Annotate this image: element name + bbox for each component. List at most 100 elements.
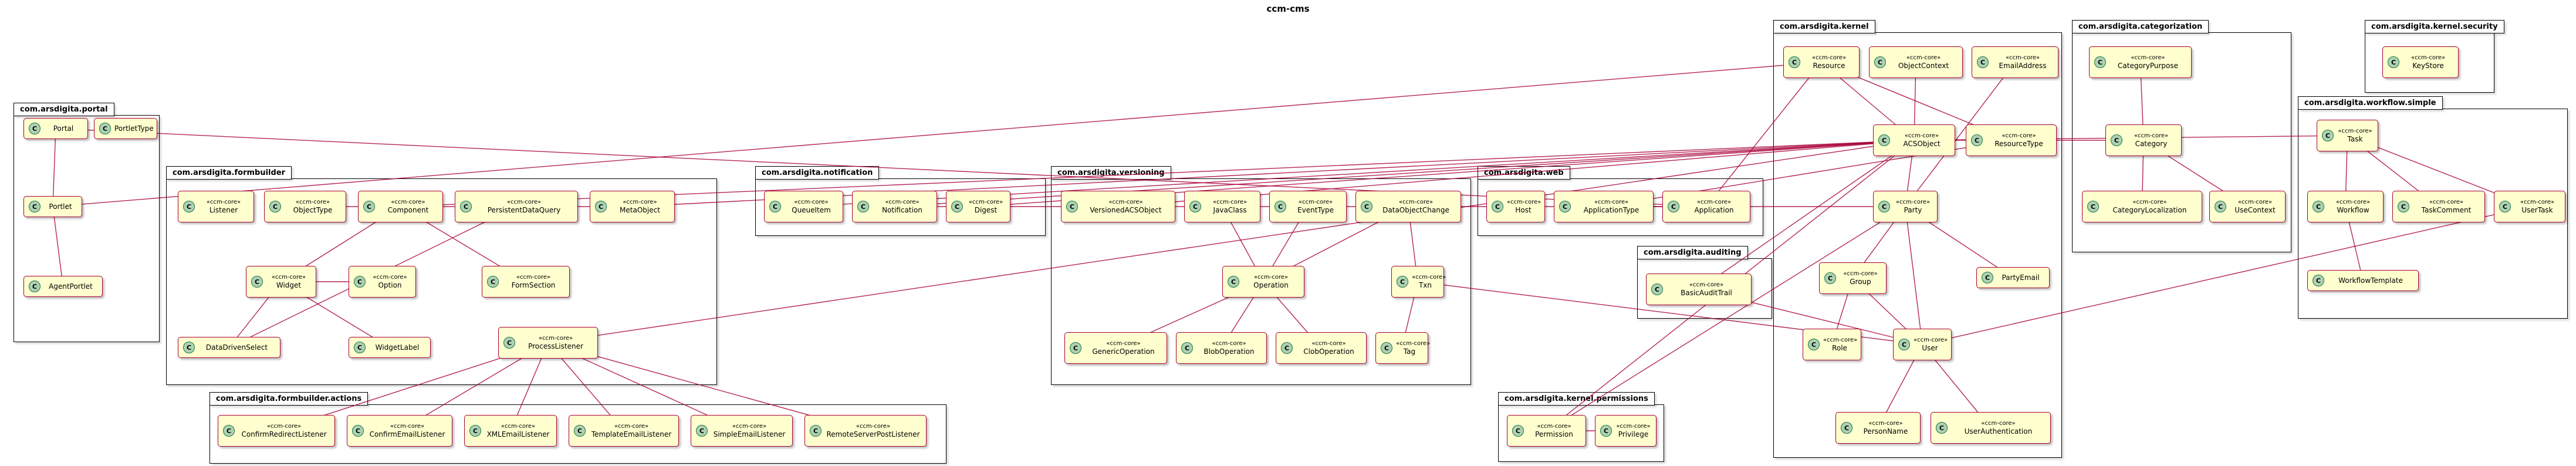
- class-stereotype: «ccm-core»: [2411, 55, 2446, 61]
- class-text: «ccm-core»Digest: [966, 198, 1005, 215]
- class-text: «ccm-core»EmailAddress: [1992, 54, 2053, 70]
- class-stereotype: «ccm-core»: [2132, 199, 2167, 205]
- class-text: «ccm-core»Task: [2337, 127, 2373, 144]
- class-circle-icon: C: [857, 201, 869, 212]
- class-circle-icon: C: [2215, 201, 2226, 212]
- class-circle-icon: C: [460, 201, 472, 212]
- class-stereotype: «ccm-core»: [2002, 133, 2036, 139]
- class-party: C«ccm-core»Party: [1873, 191, 1938, 222]
- class-text: «ccm-core»PersonName: [1856, 420, 1915, 436]
- class-name-label: SimpleEmailListener: [713, 430, 786, 438]
- package-name-label: com.arsdigita.categorization: [2072, 20, 2209, 33]
- class-circle-icon: C: [352, 425, 364, 437]
- class-name-label: Operation: [1253, 281, 1289, 289]
- class-text: «ccm-core»ResourceType: [1986, 132, 2051, 148]
- class-circle-icon: C: [696, 425, 708, 437]
- class-text: «ccm-core»ObjectContext: [1889, 54, 1958, 70]
- class-circle-icon: C: [1878, 134, 1890, 146]
- class-dataobjectchange: C«ccm-core»DataObjectChange: [1355, 191, 1461, 222]
- class-usecontext: C «ccm-core»UseContext: [2209, 191, 2286, 222]
- class-formsection: C«ccm-core»FormSection: [482, 266, 570, 298]
- class-circle-icon: C: [2499, 201, 2511, 212]
- class-name-label: Task: [2347, 135, 2363, 143]
- class-text: «ccm-core»SimpleEmailListener: [711, 423, 787, 439]
- class-name-label: Application: [1694, 206, 1734, 214]
- class-name-label: TaskComment: [2421, 206, 2472, 214]
- class-confirmemaillistener: C «ccm-core»ConfirmEmailListener: [347, 415, 452, 447]
- class-text: «ccm-core»Operation: [1243, 273, 1299, 290]
- class-text: «ccm-core»Option: [369, 273, 411, 290]
- class-circle-icon: C: [1874, 56, 1886, 68]
- class-circle-icon: C: [574, 425, 586, 437]
- diagram-title: ccm-cms: [1266, 4, 1310, 14]
- class-text: «ccm-core»Listener: [198, 198, 249, 215]
- class-circle-icon: C: [951, 201, 963, 212]
- package-name-label: com.arsdigita.notification: [755, 166, 880, 180]
- class-text: «ccm-core»CategoryLocalization: [2102, 198, 2197, 215]
- class-text: Portlet: [44, 202, 77, 211]
- class-name-label: Notification: [882, 206, 922, 214]
- class-text: «ccm-core»JavaClass: [1205, 198, 1255, 215]
- class-text: «ccm-core»ObjectType: [285, 198, 341, 215]
- class-stereotype: «ccm-core»: [2131, 55, 2165, 61]
- class-stereotype: «ccm-core»: [2520, 199, 2555, 205]
- class-circle-icon: C: [2388, 56, 2399, 68]
- class-templateemaillistener: C «ccm-core»TemplateEmailListener: [569, 415, 679, 447]
- class-text: «ccm-core»Permission: [1527, 423, 1581, 439]
- class-task: C«ccm-core»Task: [2317, 120, 2378, 151]
- class-name-label: ResourceType: [1994, 140, 2043, 148]
- class-text: «ccm-core»UseContext: [2230, 198, 2280, 215]
- class-name-label: PersonName: [1863, 427, 1908, 435]
- class-operation: C«ccm-core»Operation: [1222, 266, 1304, 298]
- class-stereotype: «ccm-core»: [538, 335, 573, 342]
- class-name-label: ConfirmEmailListener: [369, 430, 445, 438]
- class-circle-icon: C: [1808, 339, 1820, 350]
- class-name-label: ConfirmRedirectListener: [241, 430, 327, 438]
- class-name-label: Resource: [1813, 62, 1845, 70]
- class-text: «ccm-core»CategoryPurpose: [2110, 54, 2186, 70]
- class-emailaddress: C«ccm-core»EmailAddress: [1972, 46, 2058, 78]
- class-circle-icon: C: [1281, 342, 1293, 354]
- class-genericoperation: C«ccm-core»GenericOperation: [1064, 332, 1167, 364]
- class-basicaudittrail: C«ccm-core»BasicAuditTrail: [1646, 273, 1752, 305]
- class-name-label: TemplateEmailListener: [591, 430, 672, 438]
- class-applicationtype: C«ccm-core»ApplicationType: [1554, 191, 1654, 222]
- class-text: «ccm-core»Role: [1823, 336, 1857, 353]
- class-circle-icon: C: [99, 123, 111, 134]
- class-stereotype: «ccm-core»: [1904, 133, 1939, 139]
- class-name-label: CategoryPurpose: [2118, 62, 2178, 70]
- class-name-label: WorkflowTemplate: [2338, 276, 2403, 285]
- class-name-label: ApplicationType: [1583, 206, 1639, 214]
- class-text: PartyEmail: [1997, 273, 2044, 282]
- class-stereotype: «ccm-core»: [1594, 199, 1629, 205]
- class-stereotype: «ccm-core»: [614, 423, 649, 430]
- class-stereotype: «ccm-core»: [390, 423, 425, 430]
- class-name-label: UserAuthentication: [1964, 427, 2033, 435]
- class-widget: C«ccm-core»Widget: [246, 266, 316, 298]
- class-text: «ccm-core»FormSection: [502, 273, 564, 290]
- package-name-label: com.arsdigita.web: [1478, 166, 1570, 180]
- class-notification: C«ccm-core»Notification: [852, 191, 937, 222]
- class-stereotype: «ccm-core»: [1398, 199, 1434, 205]
- class-circle-icon: C: [1936, 422, 1948, 434]
- class-text: «ccm-core»Resource: [1804, 54, 1854, 70]
- class-circle-icon: C: [469, 425, 481, 437]
- class-stereotype: «ccm-core»: [295, 199, 330, 205]
- class-circle-icon: C: [1381, 342, 1392, 354]
- class-stereotype: «ccm-core»: [1537, 423, 1571, 430]
- class-name-label: AgentPortlet: [49, 282, 93, 291]
- class-metaobject: C«ccm-core»MetaObject: [590, 191, 675, 222]
- class-circle-icon: C: [1971, 134, 1983, 146]
- class-circle-icon: C: [354, 276, 366, 288]
- class-name-label: Widget: [276, 281, 302, 289]
- class-stereotype: «ccm-core»: [206, 199, 241, 205]
- class-circle-icon: C: [1977, 56, 1989, 68]
- class-stereotype: «ccm-core»: [271, 274, 306, 281]
- class-circle-icon: C: [1275, 201, 1286, 212]
- class-text: «ccm-core»PersistentDataQuery: [475, 198, 573, 215]
- class-circle-icon: C: [2322, 130, 2334, 141]
- class-stereotype: «ccm-core»: [1253, 274, 1289, 281]
